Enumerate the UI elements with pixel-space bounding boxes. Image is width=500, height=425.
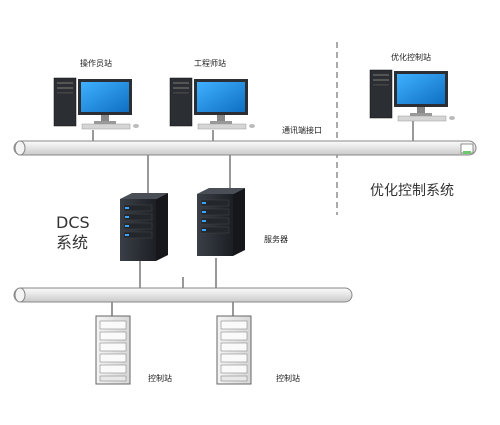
comm-interface-connector (460, 143, 474, 154)
optimization-station-computer (369, 69, 456, 122)
server-tower-1 (119, 192, 169, 262)
operator-station-label: 操作员站 (80, 59, 112, 68)
operator-station-computer (53, 77, 140, 130)
dcs-title-line2: 系统 (56, 233, 89, 252)
dcs-title-line1: DCS (56, 213, 90, 232)
server-label: 服务器 (264, 235, 288, 244)
upper-network-bus (13, 140, 477, 156)
engineer-station-computer (169, 77, 256, 130)
engineer-station-label: 工程师站 (194, 59, 226, 68)
control-station-label-2: 控制站 (276, 374, 300, 383)
server-tower-2 (196, 187, 246, 257)
optimization-station-label: 优化控制站 (391, 53, 431, 62)
lower-network-bus (13, 287, 353, 303)
control-station-rack-2 (216, 315, 252, 385)
dcs-system-title: DCS 系统 (56, 213, 90, 253)
control-station-label-1: 控制站 (148, 374, 172, 383)
control-station-rack-1 (95, 315, 131, 385)
comm-interface-label: 通讯端接口 (282, 126, 322, 135)
optimization-system-label: 优化控制系统 (370, 183, 454, 199)
